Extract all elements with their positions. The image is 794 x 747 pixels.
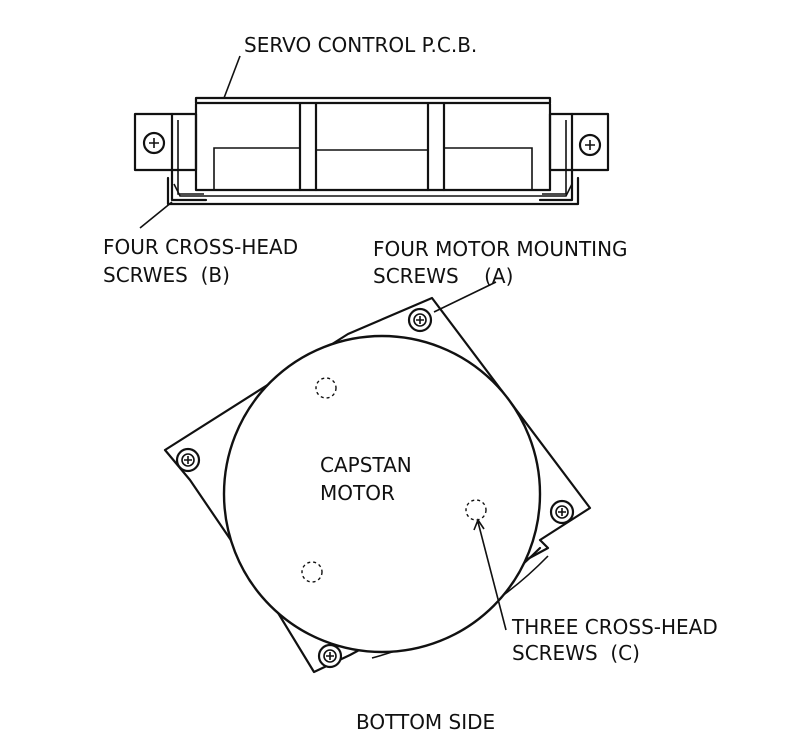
screws-b-leader-line (139, 201, 173, 229)
servo-pcb-assembly (133, 96, 610, 206)
mounting-screw-icon (317, 643, 343, 669)
motor-body (222, 334, 542, 654)
label-screws-c-line1: THREE CROSS-HEAD (511, 615, 718, 639)
mounting-screw-icon (549, 499, 575, 525)
capstan-motor (163, 296, 592, 674)
right-mounting-bracket (538, 112, 610, 202)
bracket-screw-icon (142, 131, 166, 155)
screw-c-position-icon (465, 499, 487, 521)
label-screws-a-line2: SCREWS (A) (373, 264, 513, 288)
screws-a-leader-line (433, 281, 497, 313)
bracket-screw-icon (578, 133, 602, 157)
label-motor-line2: MOTOR (320, 481, 395, 505)
label-motor-line1: CAPSTAN (320, 453, 412, 477)
servo-pcb-board (194, 96, 552, 105)
mounting-screw-icon (407, 307, 433, 333)
screws-c-leader-line (477, 521, 507, 631)
screw-c-position-icon (301, 561, 323, 583)
label-screws-b-line1: FOUR CROSS-HEAD (103, 235, 298, 259)
pcb-leader-line (223, 55, 241, 99)
label-screws-b-line2: SCRWES (B) (103, 263, 230, 287)
screw-c-position-icon (315, 377, 337, 399)
left-mounting-bracket (133, 112, 208, 202)
label-screws-a-line1: FOUR MOTOR MOUNTING (373, 237, 628, 261)
label-screws-c-line2: SCREWS (C) (512, 641, 640, 665)
mounting-screw-icon (175, 447, 201, 473)
label-servo-pcb: SERVO CONTROL P.C.B. (244, 33, 477, 57)
label-view-caption: BOTTOM SIDE (356, 710, 495, 734)
